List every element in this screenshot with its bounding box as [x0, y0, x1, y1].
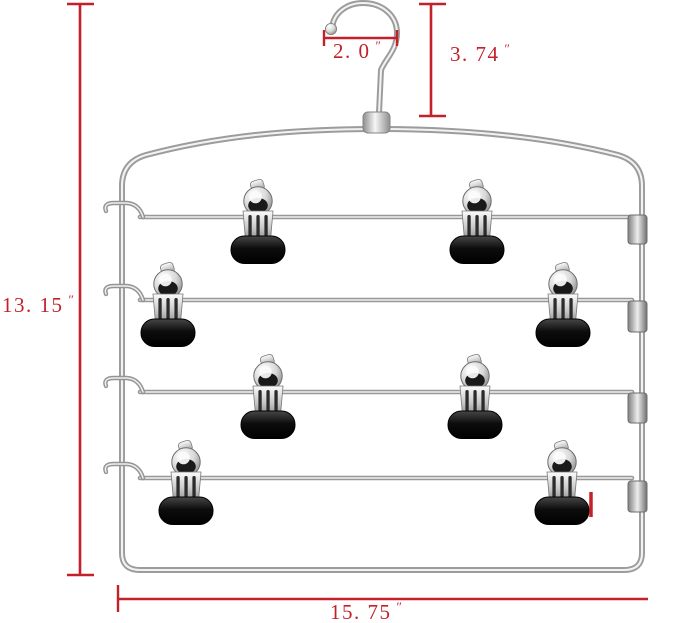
- dimension-label-hook-height: 3. 74 ″: [450, 41, 510, 66]
- hook-tip-ball: [324, 22, 337, 35]
- hook-height-value: 3. 74: [450, 42, 500, 66]
- clip: [158, 438, 214, 525]
- hinge-blocks: [627, 214, 648, 513]
- dimension-label-overall-width: 15. 75 ″: [330, 599, 402, 623]
- hook-width-unit: ″: [375, 38, 381, 53]
- dimension-line-overall-width: [116, 585, 648, 612]
- swing-hook-2: [103, 283, 146, 303]
- hook-swivel-ferrule: [362, 111, 391, 134]
- clip: [447, 352, 503, 439]
- swing-hook-1: [103, 200, 146, 220]
- clip: [535, 260, 591, 347]
- hinge-block-2: [627, 300, 648, 333]
- swing-hook-4: [103, 461, 146, 481]
- clip: [240, 352, 296, 439]
- swing-hook-3: [103, 375, 146, 395]
- overall-width-value: 15. 75: [330, 600, 392, 623]
- swing-arm-hooks: [103, 200, 146, 481]
- hinge-block-3: [627, 392, 648, 424]
- hanger-hook: [324, 0, 401, 134]
- clip: [230, 177, 286, 264]
- hanger-frame: [119, 125, 645, 573]
- hinge-block-1: [627, 214, 648, 245]
- dimension-lines: [67, 2, 648, 612]
- hook-height-unit: ″: [504, 41, 510, 56]
- overall-width-unit: ″: [396, 599, 402, 614]
- clip: [449, 177, 505, 264]
- overall-height-value: 13. 15: [2, 293, 64, 317]
- overall-height-unit: ″: [68, 292, 74, 307]
- tier-bars: [137, 214, 635, 481]
- clips: [140, 177, 591, 525]
- dimension-label-overall-height: 13. 15 ″: [2, 292, 74, 317]
- dimension-label-hook-width: 2. 0 ″: [333, 38, 381, 63]
- dimension-line-hook-height: [419, 2, 446, 118]
- clip: [534, 438, 590, 525]
- clip: [140, 260, 196, 347]
- hinge-block-4: [627, 480, 648, 513]
- hook-width-value: 2. 0: [333, 39, 371, 63]
- dimension-line-overall-height: [67, 2, 94, 577]
- dimension-line-hook-width: [322, 30, 399, 46]
